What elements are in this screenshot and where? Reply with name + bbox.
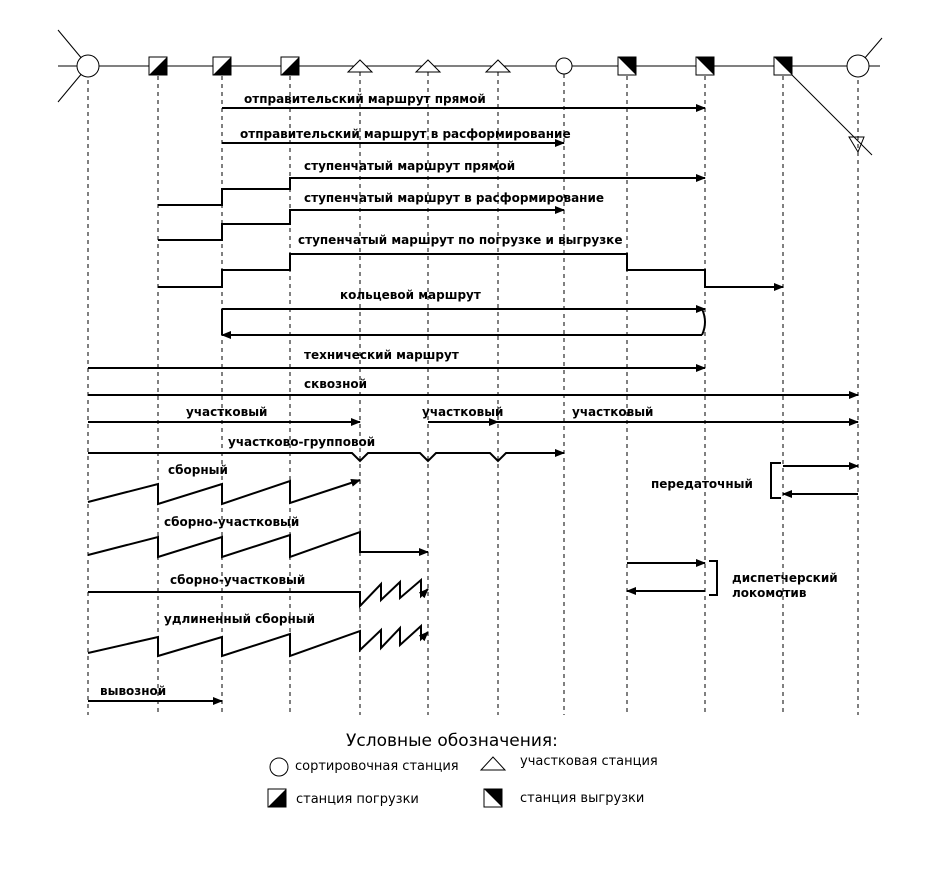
district-station-icon [414, 59, 442, 73]
legend-sorting-label: сортировочная станция [295, 759, 459, 774]
route-label: отправительский маршрут в расформировани… [240, 127, 571, 141]
unloading-station-icon [773, 56, 793, 76]
route-label: диспетчерский [732, 571, 838, 585]
unloading-station-icon [483, 788, 503, 808]
route-label: кольцевой маршрут [340, 288, 481, 302]
loading-station-icon [212, 56, 232, 76]
legend-title: Условные обозначения: [346, 731, 558, 751]
sorting-station-icon [269, 757, 289, 777]
route-line [88, 577, 429, 609]
loading-station-icon [267, 788, 287, 808]
legend-unloading-label: станция выгрузки [520, 791, 644, 806]
stations [76, 54, 870, 78]
route-label: удлиненный сборный [164, 612, 315, 626]
route-line [87, 479, 361, 506]
district-station-icon [479, 756, 507, 771]
sorting-station-icon [846, 54, 870, 78]
legend: Условные обозначения: сортировочная стан… [267, 731, 658, 808]
route-label: ступенчатый маршрут в расформирование [304, 191, 604, 205]
sorting-station-icon [555, 57, 573, 75]
route-label: сквозной [304, 377, 367, 391]
route-label: участково-групповой [228, 435, 375, 449]
route-label: сборно-участковый [164, 515, 299, 529]
unloading-station-icon [695, 56, 715, 76]
sorting-station-icon [76, 54, 100, 78]
main-line [57, 29, 883, 156]
route-line [158, 206, 565, 241]
route-line [87, 530, 429, 559]
route-label: передаточный [651, 477, 753, 491]
unloading-station-icon [617, 56, 637, 76]
route-label: ступенчатый маршрут прямой [304, 159, 515, 173]
route-label: вывозной [100, 684, 166, 698]
route-label: сборный [168, 463, 228, 477]
route-label: участковый [572, 405, 653, 419]
route-label: локомотив [732, 586, 807, 600]
route-label: участковый [186, 405, 267, 419]
route-label: сборно-участковый [170, 573, 305, 587]
route-line [88, 449, 565, 463]
route-line [87, 623, 429, 658]
route-label: участковый [422, 405, 503, 419]
route-label: ступенчатый маршрут по погрузке и выгруз… [298, 233, 622, 247]
legend-district-label: участковая станция [520, 754, 658, 769]
route-line [158, 253, 784, 291]
routes: отправительский маршрут прямой отправите… [87, 92, 859, 705]
bracket [709, 560, 718, 596]
loading-station-icon [280, 56, 300, 76]
legend-loading-label: станция погрузки [296, 792, 419, 807]
route-line [701, 308, 706, 336]
route-label: технический маршрут [304, 348, 459, 362]
district-station-icon [484, 59, 512, 73]
route-line [158, 174, 706, 206]
route-label: отправительский маршрут прямой [244, 92, 486, 106]
loading-station-icon [148, 56, 168, 76]
district-station-icon [346, 59, 374, 73]
bracket [770, 462, 781, 499]
